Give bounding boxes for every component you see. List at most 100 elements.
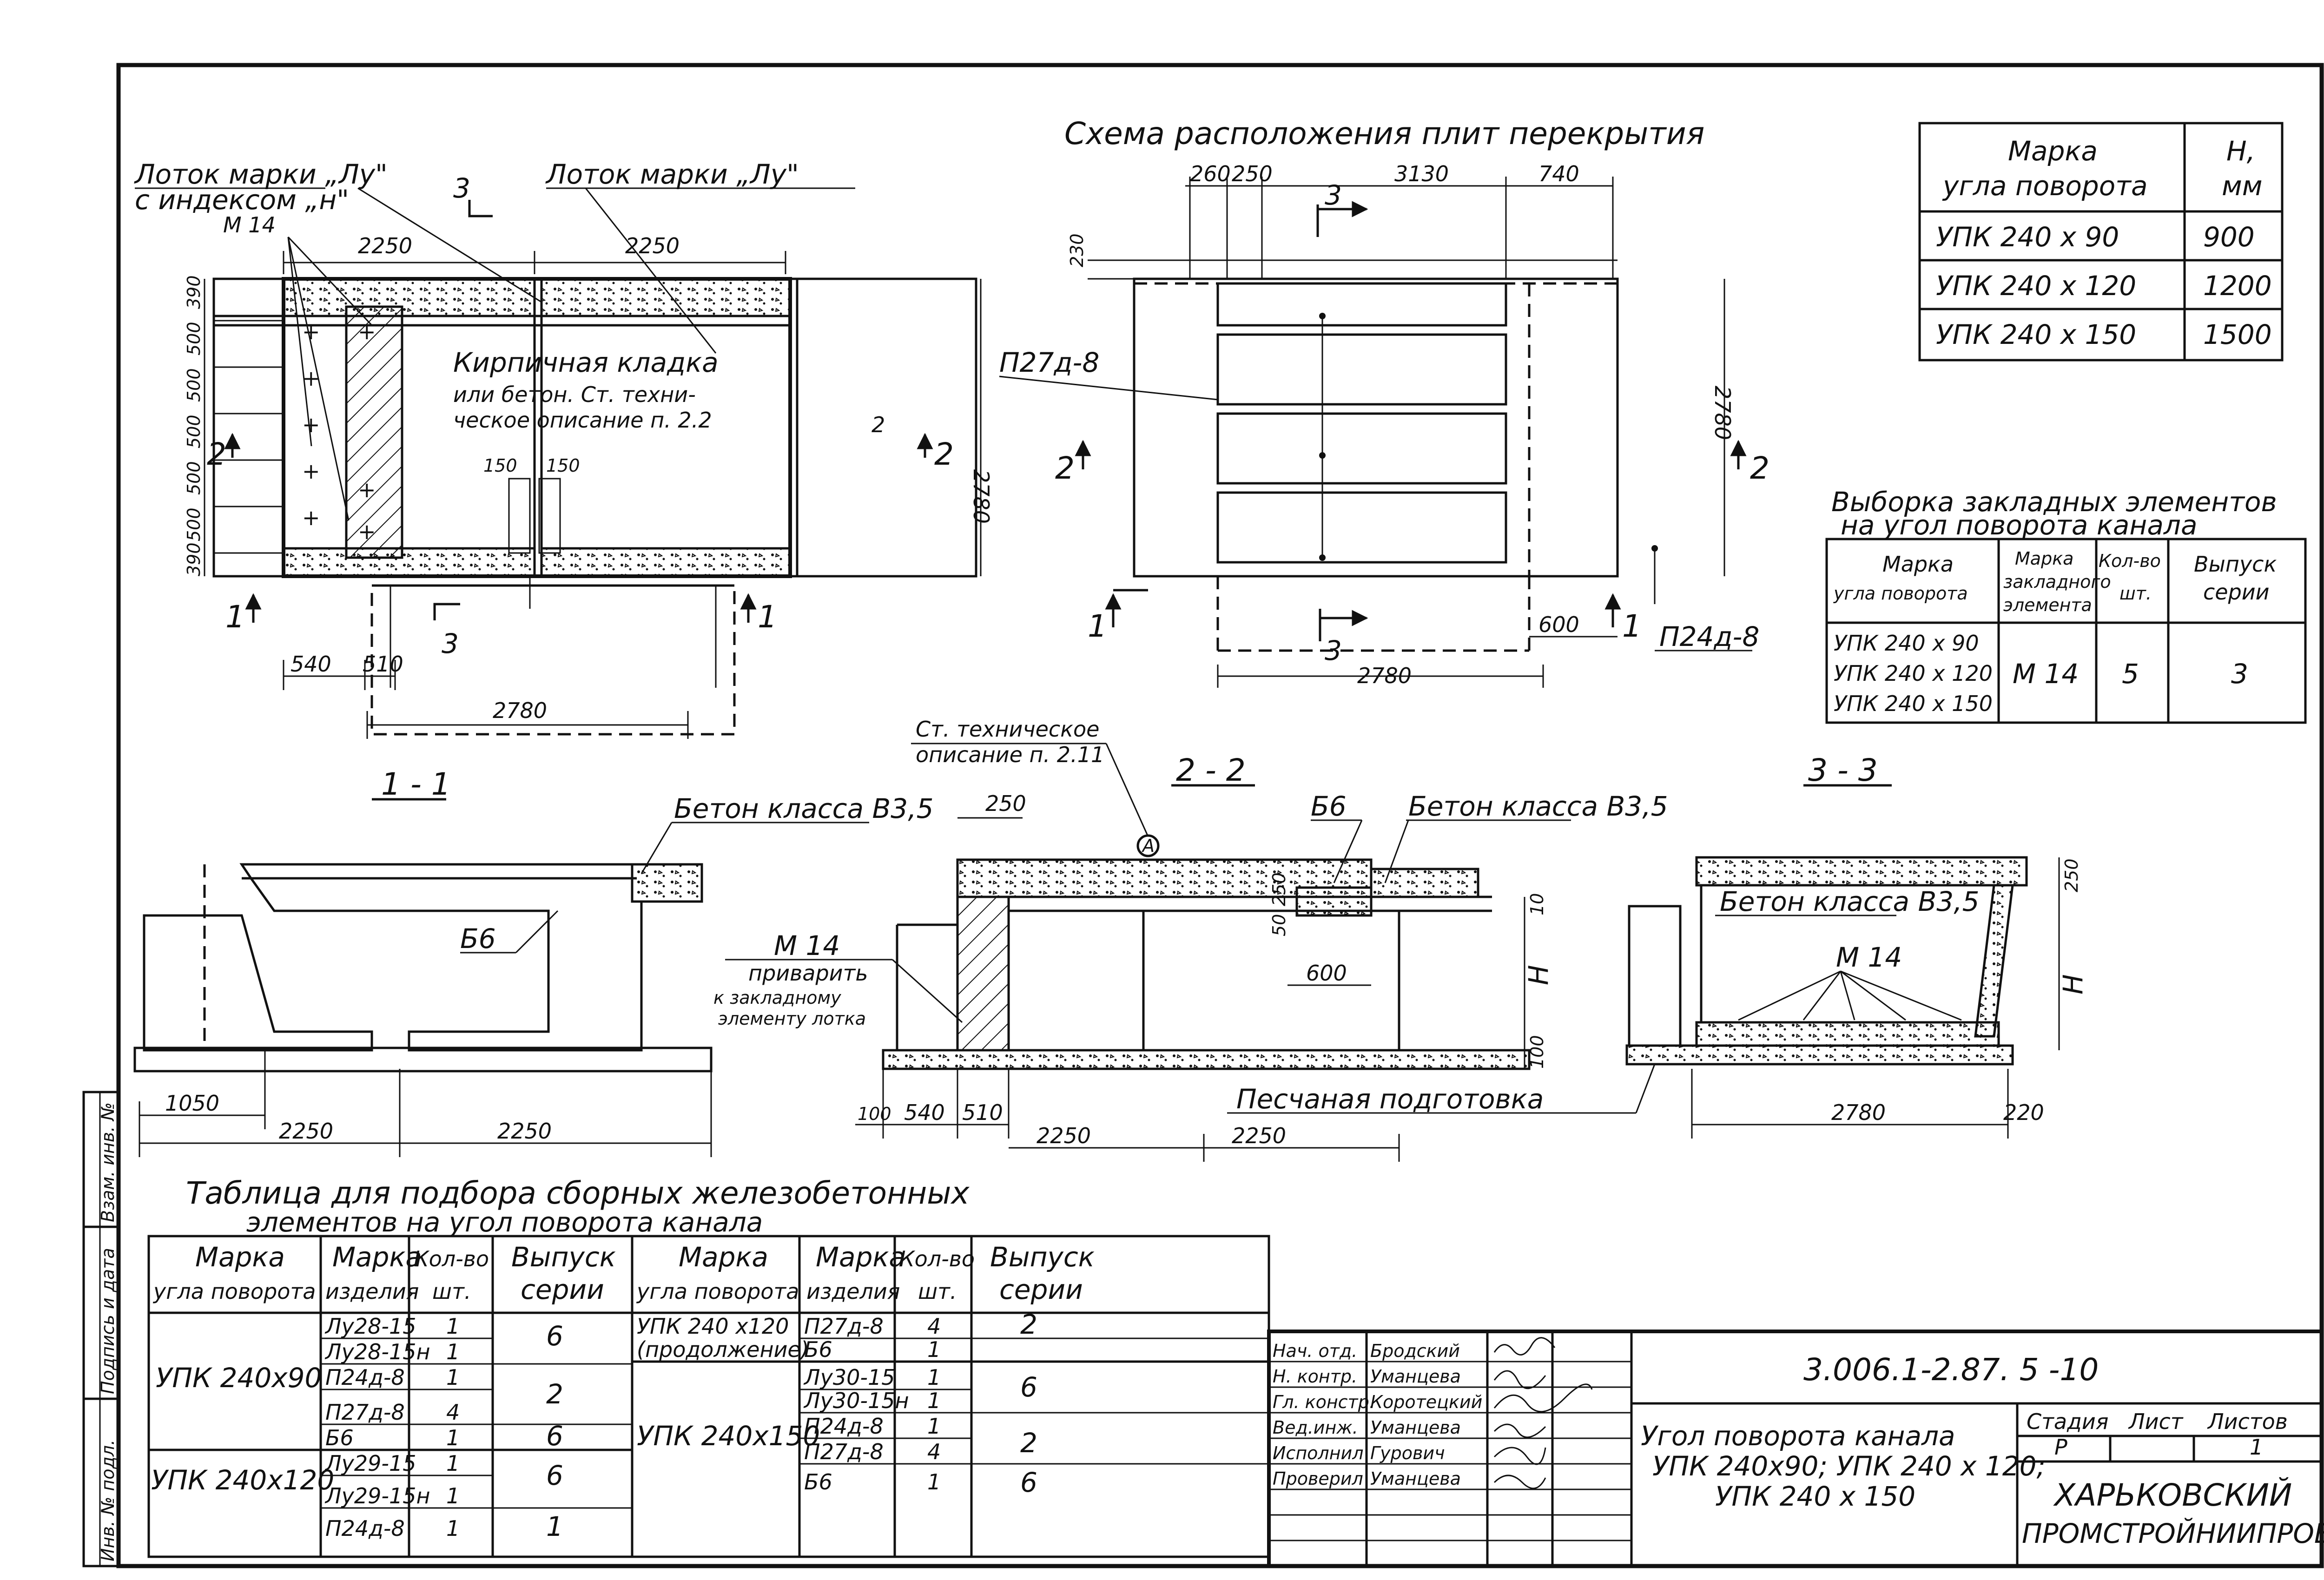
select-head-qty-a-right: Кол-во [899, 1246, 975, 1271]
embed-head-1b: угла поворота [1833, 583, 1968, 604]
plan-dim-150-b: 150 [546, 455, 580, 476]
plan-section-1-left: 1 [225, 599, 245, 635]
section-2-2-dim-100: 100 [1527, 1035, 1547, 1069]
title-doc-code: 3.006.1-2.87. 5 -10 [1803, 1352, 2099, 1388]
select-left-g1-item-2: Лу28-15н [324, 1339, 430, 1364]
section-2-2: Ст. техническое описание п. 2.11 А 2 - 2… [713, 717, 1668, 1162]
section-2-2-m14: М 14 [774, 930, 840, 961]
section-3-3-dim-220: 220 [2003, 1100, 2044, 1125]
section-3-3: 3 - 3 Бетон класса В3,5 М 14 250 Н 2780 … [1625, 752, 2089, 1139]
h-table-row-2-h: 1200 [2203, 270, 2272, 302]
side-stamp-cell-3: Взам. инв. № [98, 1102, 118, 1222]
section-3-3-dim-250: 250 [2061, 858, 2082, 892]
h-table-head-2b: мм [2222, 170, 2263, 202]
select-head-mark-a-left: Марка [195, 1241, 285, 1273]
plan-dim-2780: 2780 [493, 698, 547, 723]
select-right-g-item-3: П24д-8 [804, 1414, 884, 1439]
slab-section-1-left: 1 [1088, 608, 1107, 644]
select-right-cont-2: (продолжение) [637, 1337, 809, 1362]
slab-dim-3130: 3130 [1394, 161, 1449, 186]
select-left-g1-qty-4: 4 [446, 1400, 460, 1425]
select-left-g1-item-5: Б6 [325, 1425, 354, 1450]
plan-left-dim-5: 500 [184, 461, 204, 495]
select-head-item-a-right: Марка [816, 1241, 905, 1273]
slab-section-1-right: 1 [1622, 608, 1642, 644]
h-table-row-1-mark: УПК 240 х 90 [1936, 221, 2119, 253]
title-name-line-3: УПК 240 х 150 [1715, 1481, 1915, 1512]
section-2-2-dim-2250-c: 2250 [1037, 1123, 1091, 1148]
embed-series: 3 [2231, 658, 2248, 690]
signatures [1493, 1337, 1593, 1489]
plan-label-lu-h-2: с индексом „н" [135, 184, 349, 216]
select-head-series-b-right: серии [999, 1274, 1083, 1305]
plan-label-m14: М 14 [223, 212, 276, 237]
section-1-1-dim-2250-b: 2250 [497, 1119, 552, 1144]
select-left-g2-item-2: Лу29-15н [324, 1483, 430, 1508]
select-right-cont-series-1: 2 [1020, 1309, 1037, 1340]
embed-table-title-1: Выборка закладных элементов [1831, 486, 2277, 518]
select-right-g-qty-5: 1 [927, 1469, 941, 1494]
svg-text:+: + [302, 459, 320, 484]
select-head-item-a-left: Марка [332, 1241, 422, 1273]
plan-left-dim-7: 390 [184, 542, 204, 576]
title-stage-label: Стадия [2027, 1409, 2108, 1434]
embed-head-3b: шт. [2119, 583, 2152, 604]
section-2-2-dim-510: 510 [962, 1100, 1003, 1125]
select-left-g1-qty-1: 1 [446, 1314, 460, 1339]
select-head-qty-b-left: шт. [432, 1279, 471, 1304]
svg-text:+: + [302, 319, 320, 344]
h-table-row-3-mark: УПК 240 х 150 [1936, 319, 2136, 350]
slab-dim-740: 740 [1538, 161, 1579, 186]
embed-head-4b: серии [2203, 579, 2270, 605]
embed-head-2b: закладного [2003, 572, 2111, 592]
select-head-item-b-right: изделия [806, 1279, 900, 1304]
h-table-row-3-h: 1500 [2203, 319, 2272, 350]
slab-dim-250: 250 [1232, 161, 1273, 186]
section-2-2-sand: Песчаная подготовка [1236, 1083, 1544, 1115]
plan-left-dim-4: 500 [184, 415, 204, 448]
select-left-g2-qty-1: 1 [446, 1451, 460, 1476]
select-left-g1-series-5: 6 [546, 1420, 563, 1452]
svg-text:+: + [302, 412, 320, 437]
select-right-g-item-5: Б6 [804, 1469, 832, 1494]
section-1-1-beton: Бетон класса В3,5 [674, 793, 934, 824]
select-head-series-b-left: серии [521, 1274, 604, 1305]
section-2-2-dim-600: 600 [1306, 961, 1347, 986]
select-head-series-a-left: Выпуск [511, 1241, 616, 1273]
plan-section-2-right: 2 [934, 436, 954, 472]
section-3-3-beton: Бетон класса В3,5 [1720, 886, 1980, 917]
select-head-qty-a-left: Кол-во [414, 1246, 489, 1271]
title-role-3: Гл. констр. [1273, 1392, 1375, 1412]
select-right-g-item-1: Лу30-15 [803, 1365, 895, 1390]
section-3-3-h: Н [2057, 974, 2089, 994]
select-left-g1-qty-2: 1 [446, 1339, 460, 1364]
embed-table: Выборка закладных элементов на угол пово… [1825, 486, 2307, 724]
section-2-2-weld-2: к закладному [713, 988, 841, 1008]
select-table-title-2: элементов на угол поворота канала [246, 1206, 763, 1238]
side-stamp-cell-1: Инв. № подл. [98, 1440, 118, 1561]
select-right-group-mark: УПК 240х150 [637, 1420, 820, 1452]
slab-section-3-top: 3 [1325, 179, 1342, 211]
h-table: Марка угла поворота Н, мм УПК 240 х 90 9… [1918, 122, 2284, 362]
section-2-2-beton: Бетон класса В3,5 [1408, 790, 1668, 822]
title-org-2: ПРОМСТРОЙНИИПРОЕКТ [2022, 1517, 2324, 1549]
section-2-2-dim-10: 10 [1527, 893, 1547, 915]
section-1-1-title: 1 - 1 [381, 766, 451, 802]
section-1-1-dim-1050: 1050 [165, 1091, 219, 1116]
select-right-g-series-5: 6 [1020, 1467, 1037, 1498]
plan-dim-2250-a: 2250 [358, 233, 412, 258]
section-2-2-circle-a: А [1141, 836, 1155, 856]
title-sheets-label: Листов [2207, 1409, 2288, 1434]
select-head-mark-b-left: угла поворота [152, 1279, 316, 1304]
embed-head-2a: Марка [2015, 548, 2073, 569]
select-head-mark-a-right: Марка [679, 1241, 768, 1273]
section-2-2-title: 2 - 2 [1176, 752, 1246, 788]
embed-qty: 5 [2122, 658, 2139, 690]
plan-left-dim-2: 500 [184, 322, 204, 356]
embed-mark-2: УПК 240 х 120 [1834, 661, 1993, 686]
section-2-2-dim-2250-d: 2250 [1232, 1123, 1286, 1148]
slab-scheme-title: Схема расположения плит перекрытия [1064, 116, 1704, 151]
select-right-g-item-2: Лу30-15н [803, 1388, 909, 1413]
section-3-3-title: 3 - 3 [1808, 752, 1878, 788]
